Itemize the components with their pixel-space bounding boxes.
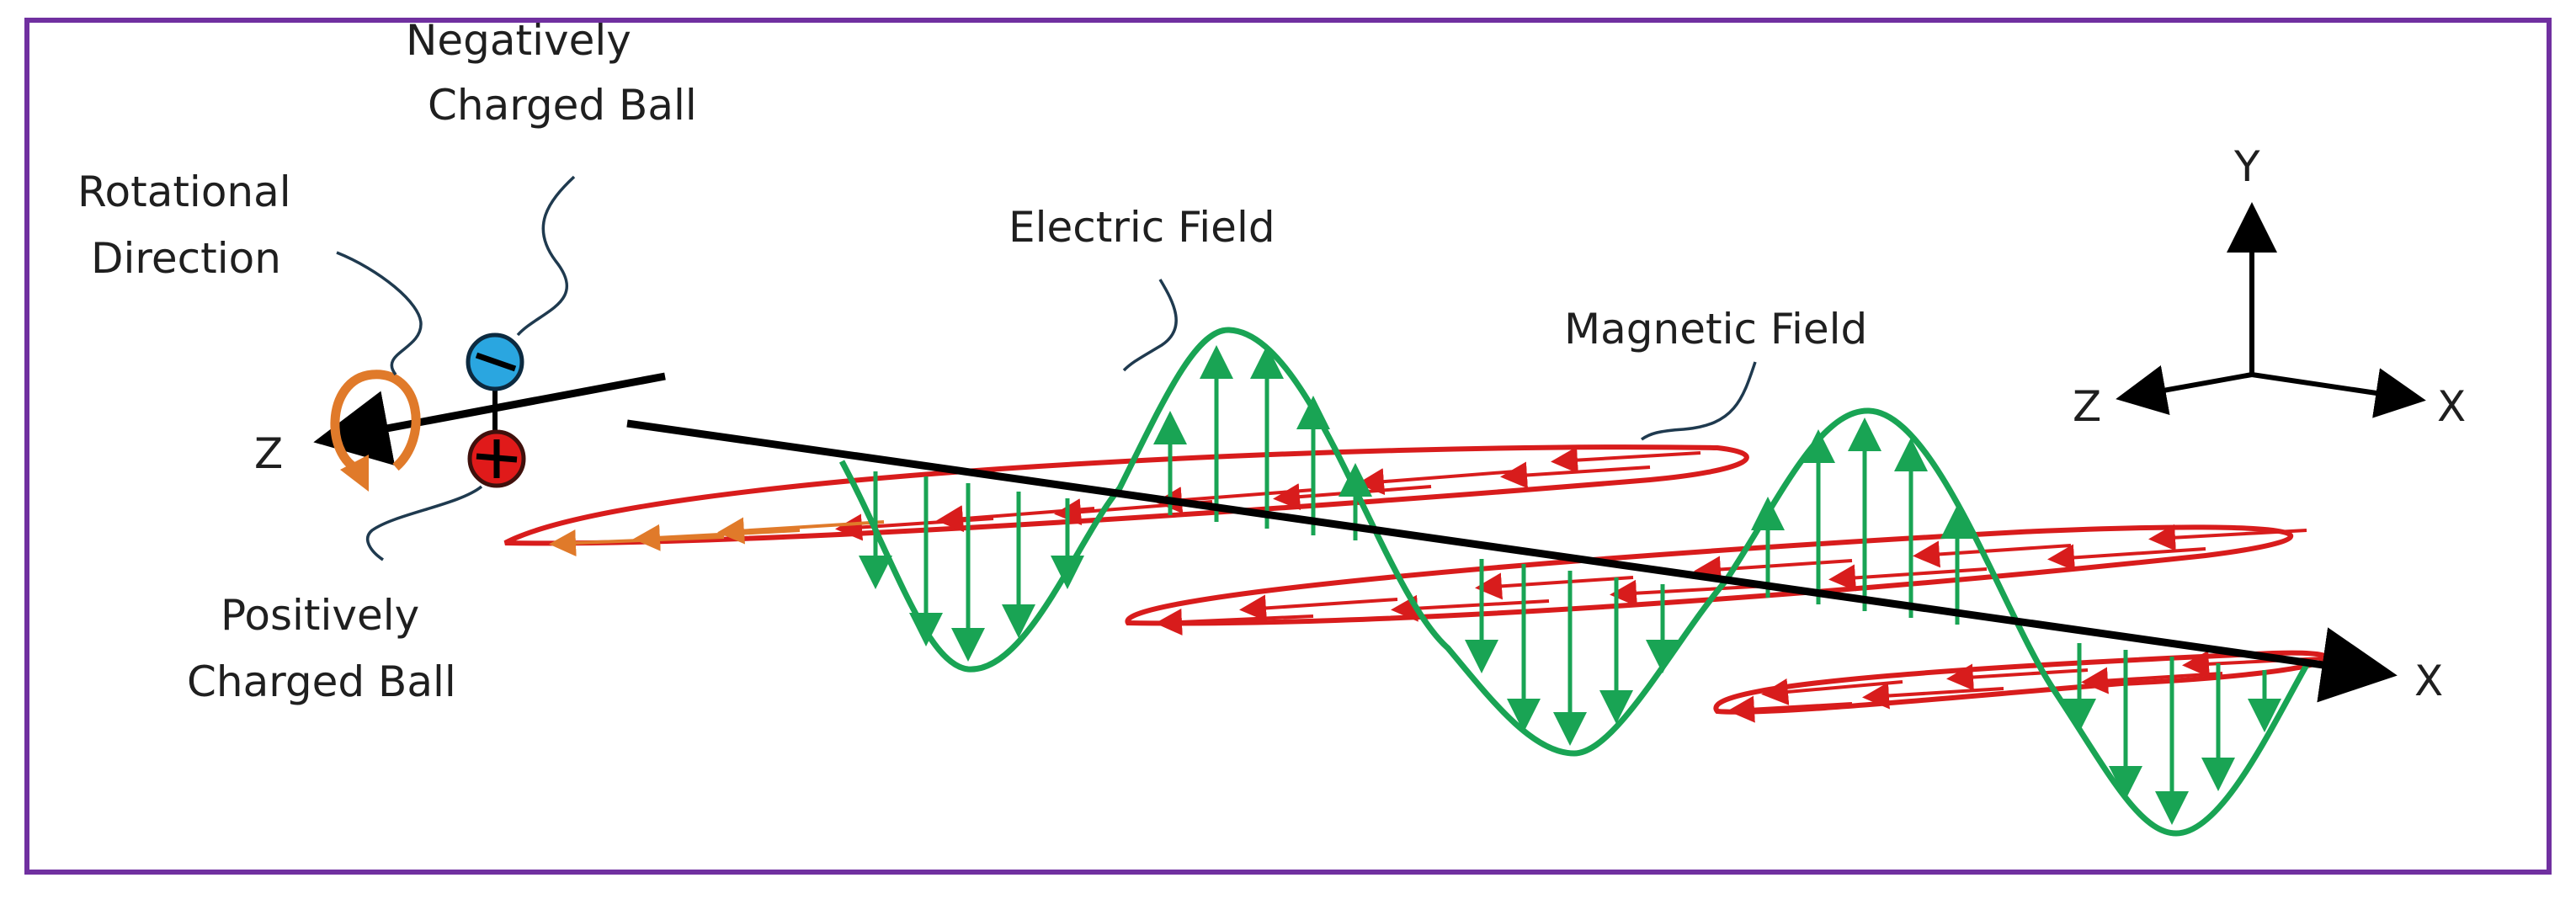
label-negative-ball-line1: Negatively (406, 16, 631, 65)
triad-x-axis (2251, 368, 2426, 418)
coordinate-axes-triad: Y X Z (2073, 142, 2466, 431)
triad-x-label: X (2437, 382, 2466, 431)
minus-sign-icon (475, 352, 517, 372)
positive-ball (467, 429, 526, 488)
label-rotational-direction-line2: Direction (91, 234, 281, 283)
leader-lines (336, 175, 1757, 561)
triad-z-label: Z (2073, 382, 2101, 431)
x-axis-main (626, 419, 2398, 703)
z-axis-left-label: Z (254, 429, 283, 478)
figure-frame (24, 18, 2552, 875)
triad-y-label: Y (2233, 142, 2260, 191)
dipole-source (313, 332, 666, 492)
negative-ball (466, 332, 524, 391)
triad-z-axis (2116, 364, 2253, 416)
label-positive-ball-line2: Charged Ball (187, 657, 456, 706)
magnetic-loop-3 (1713, 650, 2330, 723)
label-positive-ball-line1: Positively (221, 591, 419, 640)
label-negative-ball-line2: Charged Ball (428, 81, 697, 130)
plus-sign-icon (476, 439, 518, 478)
label-electric-field: Electric Field (1009, 203, 1275, 252)
label-magnetic-field: Magnetic Field (1564, 305, 1867, 354)
x-axis-main-label: X (2414, 657, 2443, 705)
circular-arrow-icon (330, 370, 421, 492)
label-rotational-direction-line1: Rotational (77, 168, 291, 216)
